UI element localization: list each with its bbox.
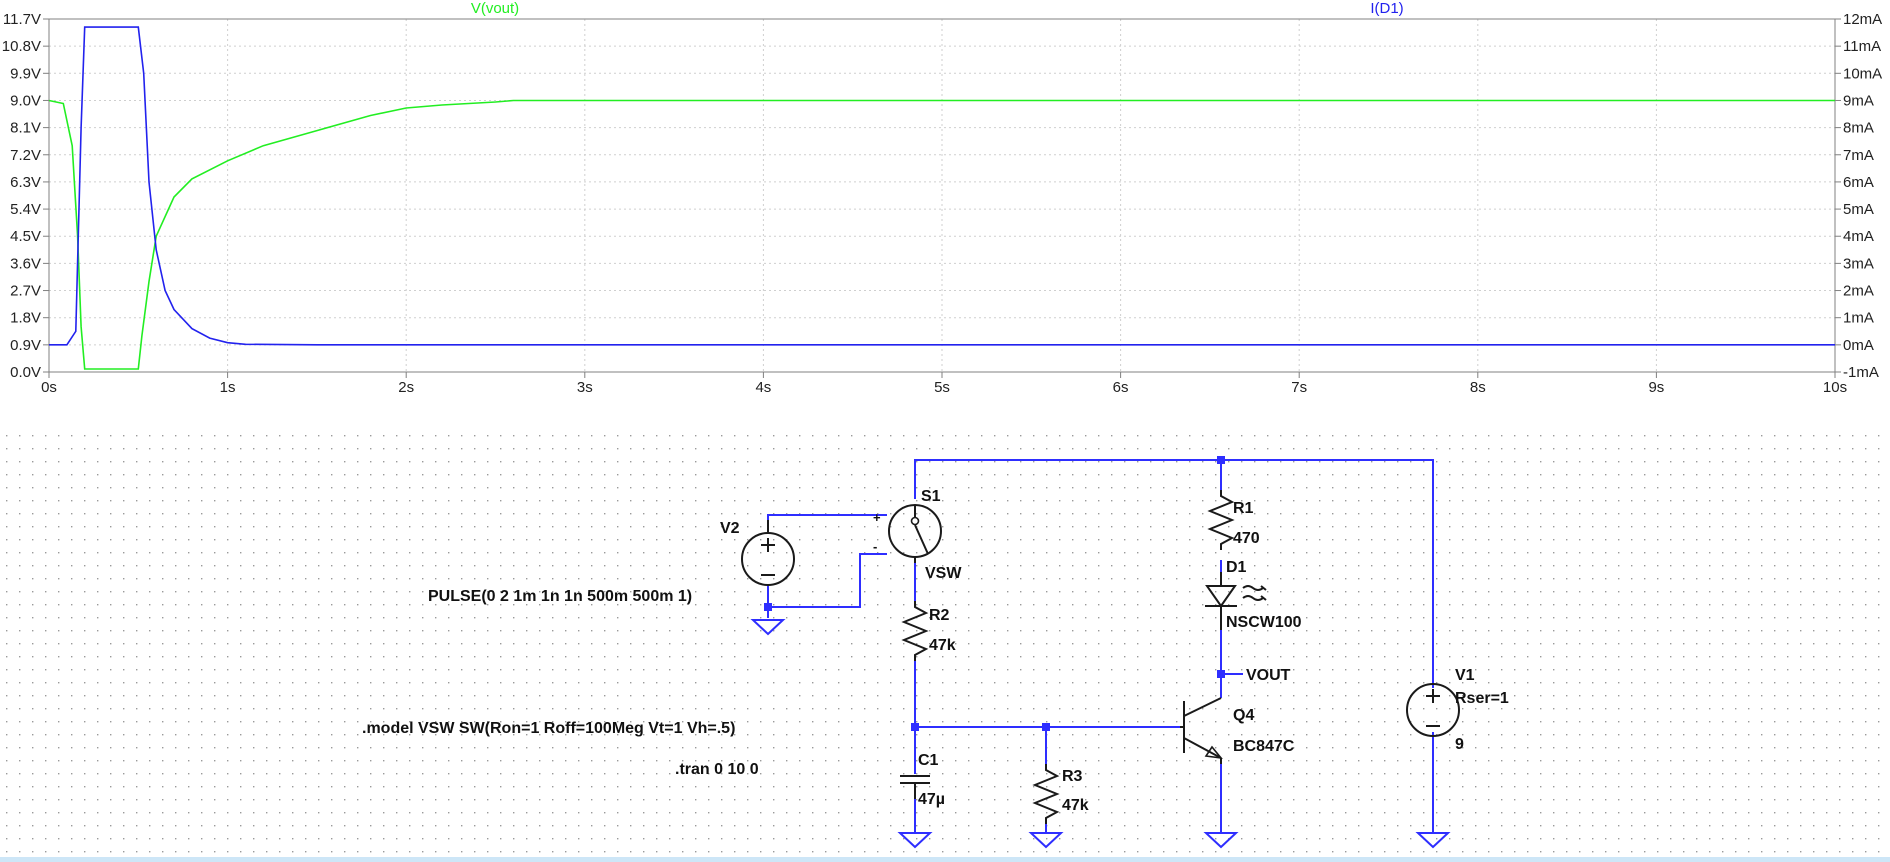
ground-symbols [750,619,1451,849]
right-tick-label: 12mA [1843,11,1882,28]
s1-minus-mark: - [873,539,877,554]
source-v2[interactable] [741,520,795,586]
capacitor-c1[interactable] [900,775,930,799]
x-tick-label: 10s [1823,379,1847,396]
schematic-pane[interactable]: V2 PULSE(0 2 1m 1n 1n 500m 500m 1) + - S… [0,433,1890,862]
left-tick-label: 7.2V [10,147,41,164]
left-tick-label: 6.3V [10,174,41,191]
left-tick-label: 11.7V [3,11,41,28]
x-tick-label: 0s [41,379,57,396]
left-tick-label: 3.6V [10,255,41,272]
right-tick-label: -1mA [1843,364,1879,381]
resistor-r2[interactable] [901,601,929,661]
left-tick-label: 8.1V [10,120,41,137]
left-tick-label: 0.9V [10,337,41,354]
right-tick-label: 1mA [1843,310,1874,327]
left-axis: 11.7V 10.8V 9.9V 9.0V 8.1V 7.2V 6.3V 5.4V 4.5V 3.… [2,11,49,381]
v1-rser-label[interactable]: Rser=1 [1455,690,1509,707]
x-tick-label: 8s [1470,379,1486,396]
trace-vout-line[interactable] [48,99,1835,370]
r1-name-label[interactable]: R1 [1233,500,1254,517]
x-tick-label: 7s [1291,379,1307,396]
right-axis: 12mA 11mA 10mA 9mA 8mA 7mA 6mA 5mA 4mA 3mA 2mA 1mA 0… [1835,11,1882,381]
c1-name-label[interactable]: C1 [918,752,939,769]
right-tick-label: 9mA [1843,92,1874,109]
d1-name-label[interactable]: D1 [1226,559,1247,576]
s1-model-label[interactable]: VSW [925,565,962,582]
v1-name-label[interactable]: V1 [1455,667,1475,684]
trace-label-vout[interactable]: V(vout) [471,0,519,17]
q4-value-label[interactable]: BC847C [1233,738,1295,755]
s1-name-label[interactable]: S1 [921,488,941,505]
left-tick-label: 9.9V [10,65,41,82]
x-tick-label: 6s [1113,379,1129,396]
left-tick-label: 1.8V [10,310,41,327]
v2-pulse-label[interactable]: PULSE(0 2 1m 1n 1n 500m 500m 1) [428,588,692,605]
s1-plus-mark: + [873,510,881,525]
x-tick-label: 3s [577,379,593,396]
x-axis: 0s 1s 2s 3s 4s 5s 6s 7s 8s 9s 10s [41,372,1847,396]
v2-name-label[interactable]: V2 [720,520,740,537]
left-tick-label: 2.7V [10,283,41,300]
transistor-q4[interactable] [1180,697,1223,764]
right-tick-label: 7mA [1843,147,1874,164]
source-v1[interactable] [1406,683,1460,737]
d1-value-label[interactable]: NSCW100 [1226,614,1302,631]
x-tick-label: 5s [934,379,950,396]
switch-s1[interactable] [888,504,942,563]
right-tick-label: 2mA [1843,283,1874,300]
right-tick-label: 6mA [1843,174,1874,191]
left-tick-label: 10.8V [2,38,41,55]
right-tick-label: 10mA [1843,65,1882,82]
junction-dots [764,456,1225,731]
x-tick-label: 9s [1648,379,1664,396]
left-tick-label: 0.0V [10,364,41,381]
trace-label-id1[interactable]: I(D1) [1370,0,1403,17]
left-tick-label: 9.0V [10,92,41,109]
waveform-pane[interactable]: 11.7V 10.8V 9.9V 9.0V 8.1V 7.2V 6.3V 5.4V 4.5V 3.… [0,0,1890,396]
v1-value-label[interactable]: 9 [1455,736,1464,753]
right-tick-label: 8mA [1843,120,1874,137]
led-d1[interactable] [1205,572,1267,630]
left-tick-label: 5.4V [10,201,41,218]
r2-value-label[interactable]: 47k [929,637,956,654]
c1-value-label[interactable]: 47µ [918,791,945,808]
right-tick-label: 5mA [1843,201,1874,218]
right-tick-label: 11mA [1843,38,1881,55]
r2-name-label[interactable]: R2 [929,607,950,624]
r1-value-label[interactable]: 470 [1233,530,1260,547]
x-tick-label: 2s [398,379,414,396]
right-tick-label: 4mA [1843,228,1874,245]
right-tick-label: 0mA [1843,337,1874,354]
trace-id1-line[interactable] [49,26,1835,346]
q4-name-label[interactable]: Q4 [1233,707,1254,724]
model-directive[interactable]: .model VSW SW(Ron=1 Roff=100Meg Vt=1 Vh=… [362,720,735,737]
resistor-r3[interactable] [1032,764,1060,824]
x-tick-label: 4s [755,379,771,396]
left-tick-label: 4.5V [10,228,41,245]
right-tick-label: 3mA [1843,255,1874,272]
bottom-edge [0,857,1890,862]
r3-name-label[interactable]: R3 [1062,768,1083,785]
r3-value-label[interactable]: 47k [1062,797,1089,814]
vout-net-label[interactable]: VOUT [1246,667,1291,684]
resistor-r1[interactable] [1207,490,1235,550]
tran-directive[interactable]: .tran 0 10 0 [675,761,759,778]
x-tick-label: 1s [220,379,236,396]
